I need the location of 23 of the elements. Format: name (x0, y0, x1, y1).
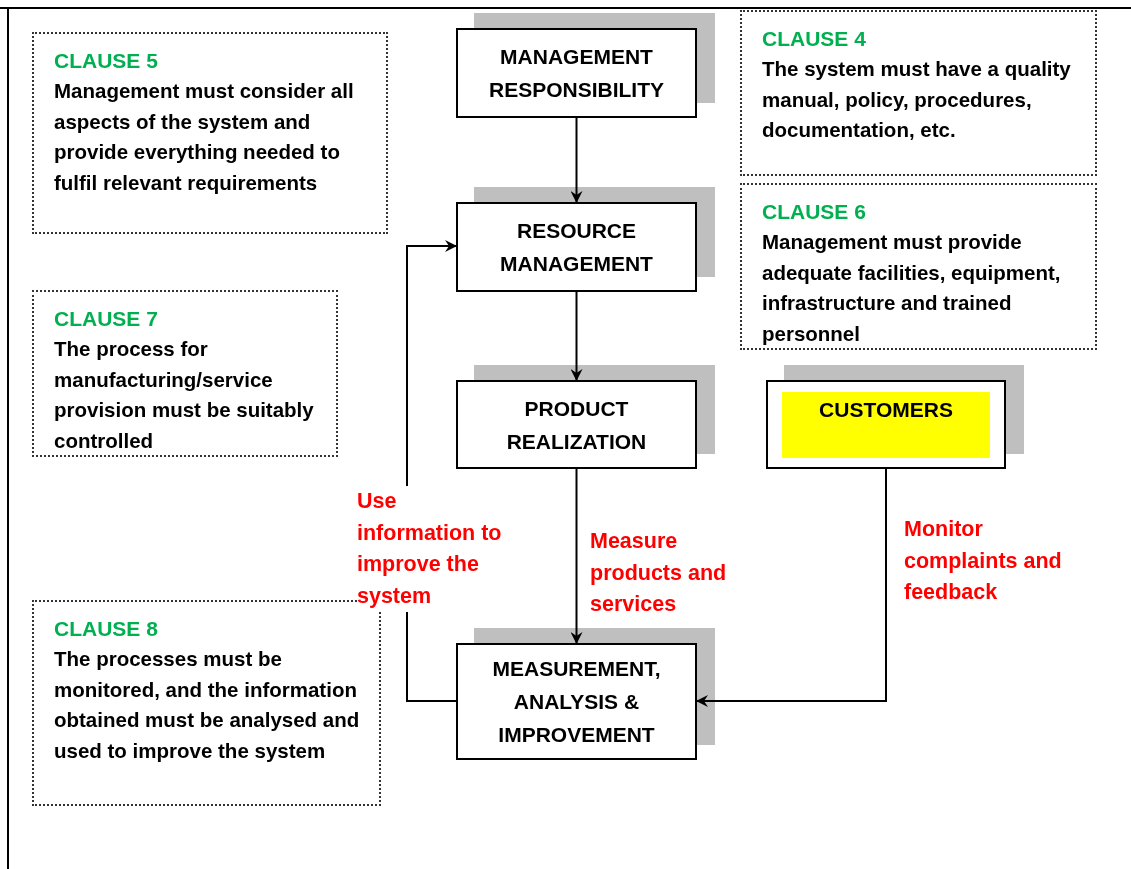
highlighted-label: CUSTOMERS (782, 392, 990, 458)
clause-heading: CLAUSE 7 (54, 306, 159, 332)
arrow (570, 117, 583, 203)
clause-text: The process for manufacturing/service provision must be suitably controlled (54, 336, 315, 454)
box-label: PRODUCT REALIZATION (505, 395, 648, 455)
clause-heading: CLAUSE 8 (54, 616, 159, 642)
note-box (740, 183, 1097, 350)
clause-text: Management must consider all aspects of the system and provide everything needed to fulfil relevant requirements (54, 78, 355, 196)
clause-text: The system must have a quality manual, policy, procedures, documentation, etc. (762, 56, 1072, 143)
note-box (32, 290, 338, 457)
note-box (740, 10, 1097, 176)
arrow (696, 468, 887, 707)
box-label: RESOURCE MANAGEMENT (499, 218, 654, 277)
arrow (570, 291, 583, 381)
clause-heading: CLAUSE 5 (54, 48, 159, 74)
clause-heading: CLAUSE 6 (762, 199, 867, 225)
clause-text: Management must provide adequate facilities, equipment, infrastructure and trained personnel (762, 229, 1062, 347)
note-box (32, 32, 388, 234)
arrow (570, 468, 583, 644)
clause-text: The processes must be monitored, and the information obtained must be analysed and used to improve the system (54, 646, 361, 764)
clause-heading: CLAUSE 4 (762, 26, 867, 52)
box-label: MEASUREMENT, ANALYSIS & IMPROVEMENT (491, 656, 662, 748)
box-label: MANAGEMENT RESPONSIBILITY (488, 44, 665, 103)
